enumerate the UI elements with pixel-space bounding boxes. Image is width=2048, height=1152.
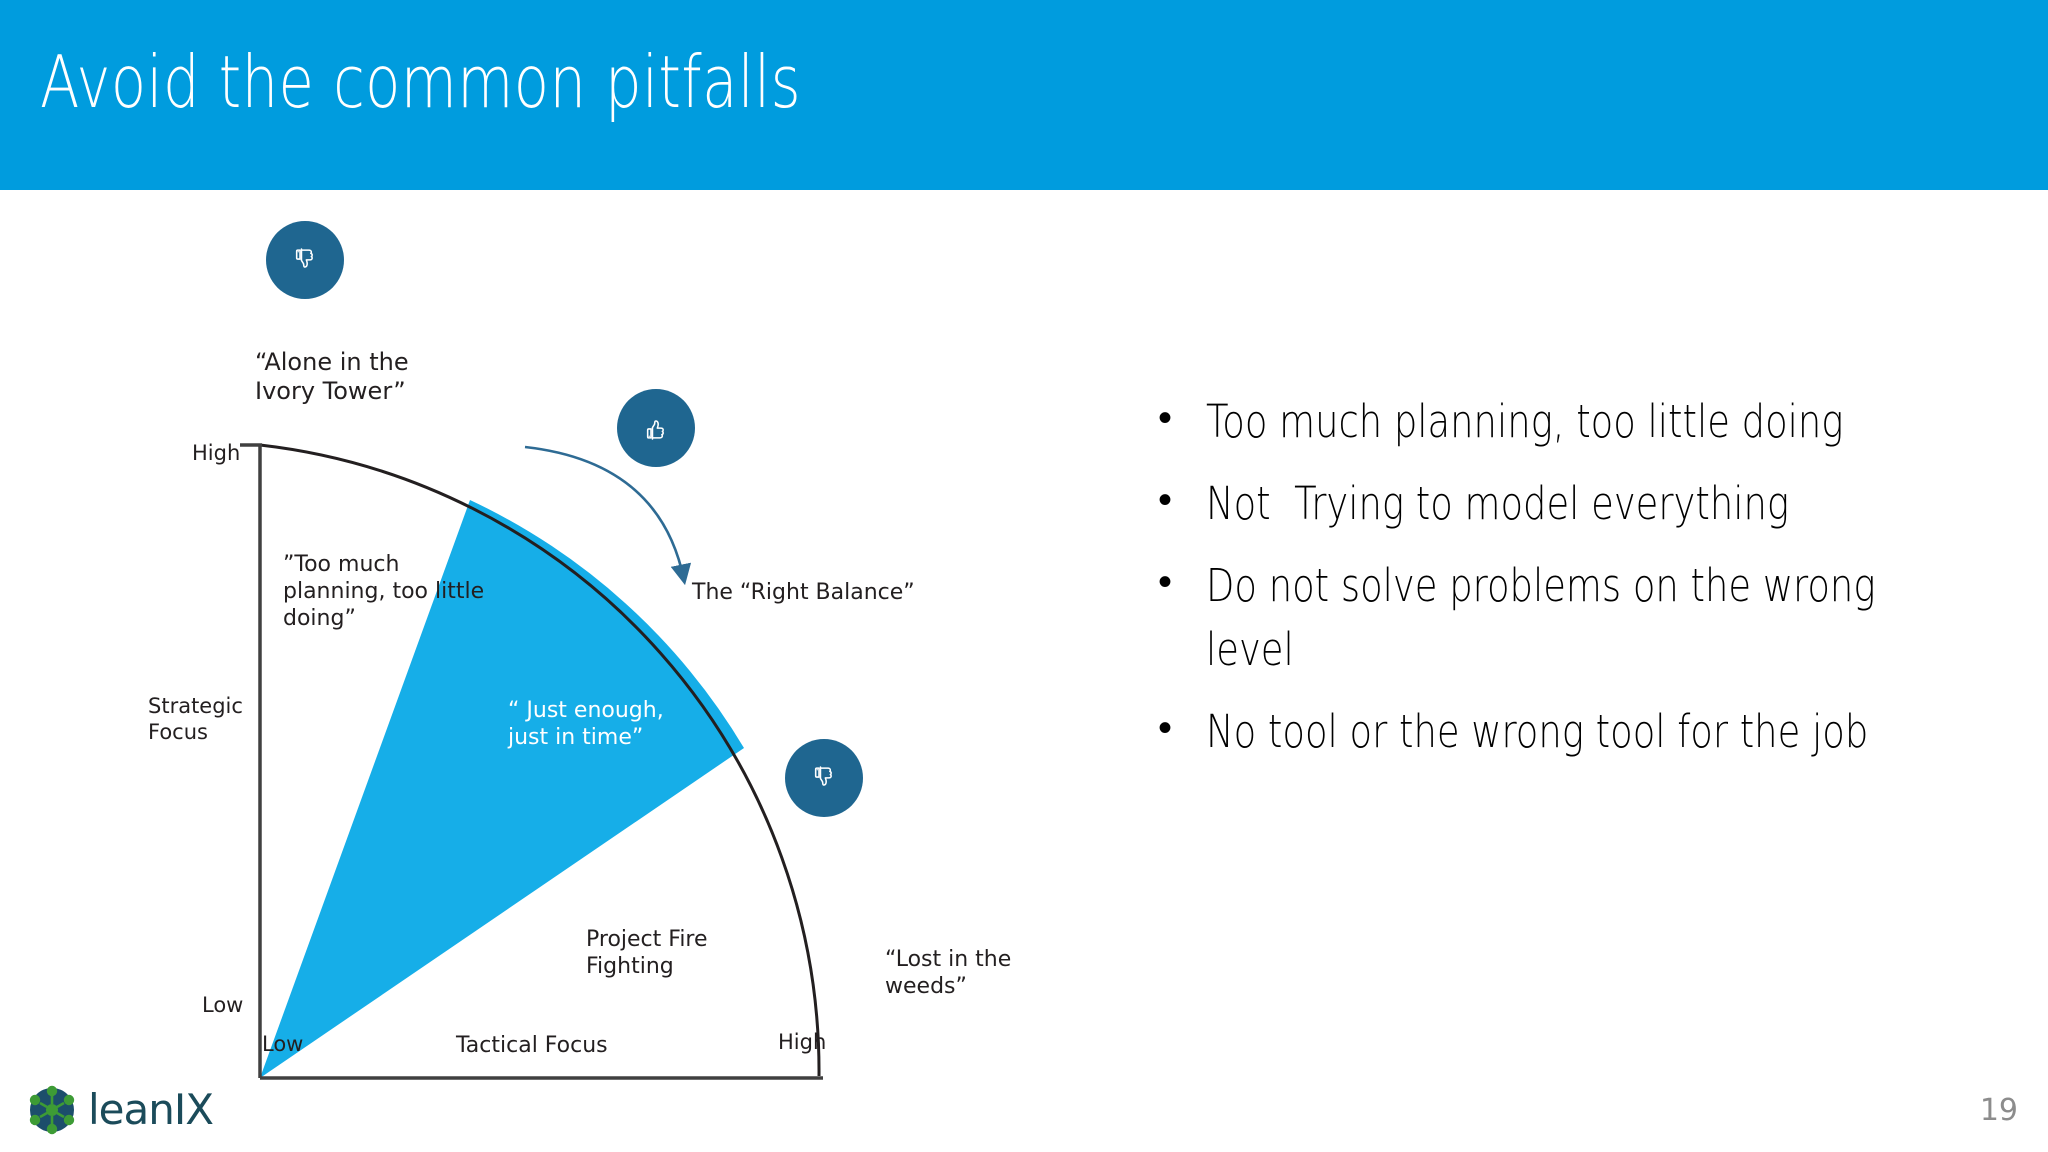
bullet-marker-icon: • — [1158, 477, 1173, 522]
x-axis-low-label: Low — [262, 1032, 304, 1056]
list-item: • Too much planning, too little doing — [1150, 390, 2030, 454]
marker-label-right-balance: The “Right Balance” — [692, 580, 915, 605]
thumbs-down-icon — [814, 766, 832, 786]
marker-right-balance[interactable] — [617, 389, 695, 467]
x-axis-high-label: High — [778, 1030, 827, 1054]
leanix-sphere-icon — [29, 1085, 75, 1135]
bullet-text: No tool or the wrong tool for the job — [1206, 704, 1869, 758]
thumbs-down-icon — [295, 248, 313, 268]
quadrant-arc — [259, 443, 821, 1077]
page-title: Avoid the common pitfalls — [40, 40, 801, 124]
page-number: 19 — [1979, 1093, 2018, 1128]
strategic-tactical-focus-diagram: “Alone in the Ivory Tower” ”Too much pla… — [0, 190, 1180, 1152]
y-axis-low-label: Low — [202, 993, 244, 1017]
y-axis-high-label: High — [192, 441, 241, 465]
zone-label-project-fire-fighting: Project Fire Fighting — [586, 927, 708, 979]
y-axis-title: Strategic Focus — [148, 694, 243, 744]
slide-header-band — [0, 0, 2048, 190]
bullet-marker-icon: • — [1158, 396, 1173, 440]
zone-label-just-enough: “ Just enough, just in time” — [508, 698, 664, 750]
leanix-wordmark: leanIX — [88, 1085, 214, 1134]
bullet-text: Too much planning, too little doing — [1206, 395, 1844, 448]
diagram-canvas — [240, 221, 863, 1080]
pitfalls-bullet-list: • Too much planning, too little doing • … — [1150, 390, 2030, 781]
zone-label-too-much-planning: ”Too much planning, too little doing” — [283, 552, 485, 631]
list-item: • Do not solve problems on the wrong lev… — [1150, 554, 2030, 682]
list-item: • No tool or the wrong tool for the job — [1150, 700, 2030, 764]
transition-arrow — [524, 445, 692, 586]
marker-alone-ivory-tower[interactable] — [266, 221, 344, 299]
list-item: • Not Trying to model everything — [1150, 472, 2030, 536]
bullet-marker-icon: • — [1158, 559, 1173, 604]
thumbs-up-icon — [646, 420, 664, 440]
marker-label-alone-ivory-tower: “Alone in the Ivory Tower” — [255, 348, 409, 406]
x-axis-title: Tactical Focus — [456, 1033, 608, 1058]
marker-lost-in-weeds[interactable] — [785, 739, 863, 817]
bullet-text: Do not solve problems on the wrong level — [1206, 558, 1888, 676]
marker-label-lost-in-weeds: “Lost in the weeds” — [885, 947, 1012, 999]
bullet-marker-icon: • — [1158, 705, 1173, 750]
sweet-spot-sector — [260, 500, 744, 1078]
leanix-logo: leanIX — [26, 1084, 214, 1136]
bullet-text: Not Trying to model everything — [1206, 476, 1790, 530]
